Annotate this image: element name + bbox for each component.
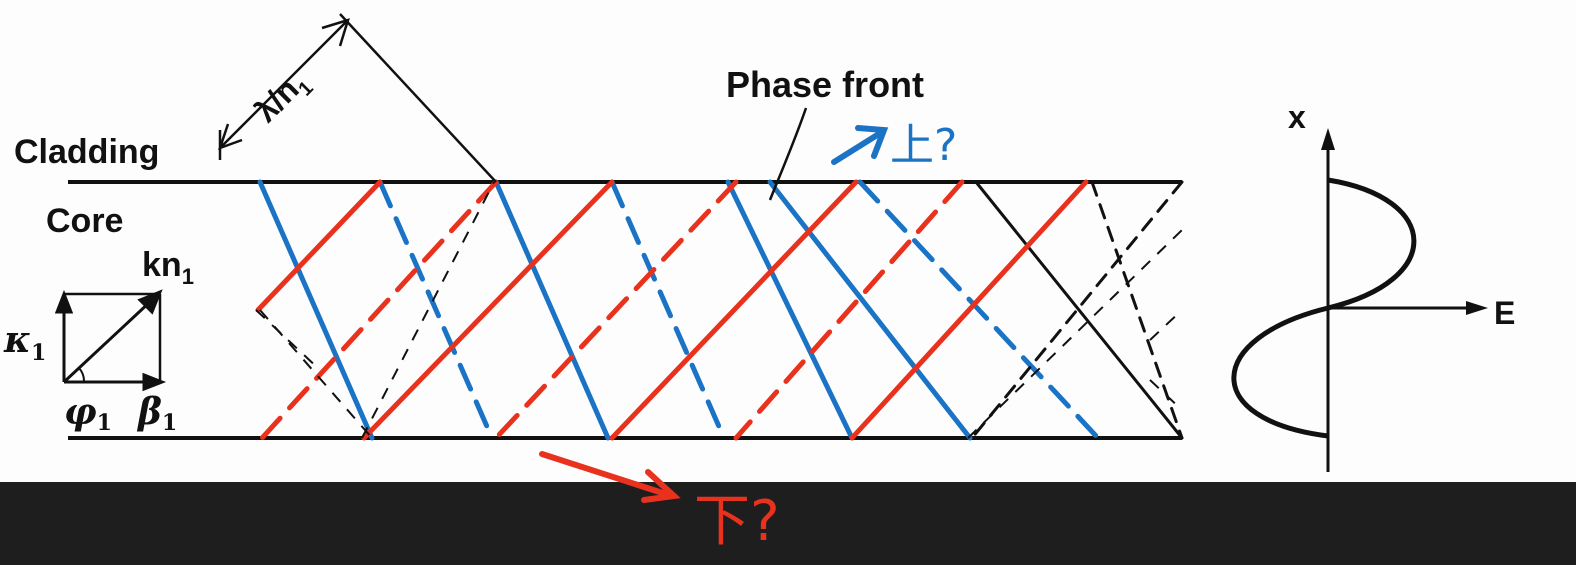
x-axis-label: x — [1288, 99, 1306, 135]
ray-line-8 — [974, 180, 1184, 440]
ray-line-10 — [255, 179, 383, 313]
ray-line-17 — [970, 180, 1184, 440]
ray-line-16 — [849, 179, 1089, 441]
ray-line-12 — [361, 179, 615, 441]
ray-line-6 — [767, 179, 973, 441]
paper-background — [0, 0, 1576, 482]
core-label: Core — [46, 202, 123, 240]
ray-lines — [255, 179, 1184, 441]
kn-label: kn1 — [142, 246, 194, 289]
reflected-line-3 — [255, 309, 321, 371]
beta-label: β1 — [136, 391, 177, 436]
ray-line-11 — [259, 179, 499, 441]
ray-line-4 — [609, 179, 727, 441]
up-annotation: 上? — [890, 120, 957, 171]
ray-line-14 — [609, 179, 859, 441]
up-annotation-arrow — [831, 125, 889, 165]
reflected-line-4 — [967, 229, 1183, 439]
down-annotation-arrow — [539, 451, 681, 503]
down-annotation: 下? — [694, 489, 780, 554]
reflected-line-2 — [361, 181, 495, 439]
ray-line-2 — [377, 179, 495, 441]
phase-front-leader — [768, 107, 808, 201]
ray-line-13 — [493, 179, 739, 441]
ray-line-5 — [725, 179, 855, 441]
phi-label: φ1 — [64, 391, 112, 436]
ray-line-7 — [857, 179, 1101, 441]
kappa-label: κ1 — [3, 319, 46, 366]
wavevector-diagram — [54, 289, 167, 392]
e-axis-label: E — [1494, 295, 1515, 331]
ray-line-15 — [733, 179, 965, 441]
cladding-label: Cladding — [14, 133, 159, 171]
reflected-line-5 — [1149, 309, 1183, 341]
phase-front-label: Phase front — [726, 64, 924, 105]
ray-line-3 — [493, 179, 611, 441]
ray-line-1 — [257, 179, 375, 441]
field-profile — [1231, 128, 1488, 472]
wavelength-dimension — [217, 13, 497, 183]
reflected-line-6 — [1149, 379, 1183, 411]
